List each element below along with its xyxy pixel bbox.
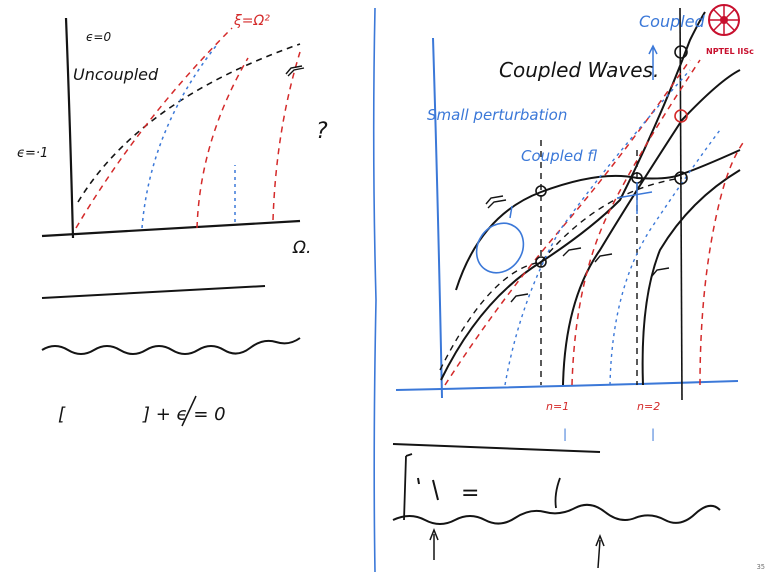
right-y-axis xyxy=(432,37,443,399)
dashed-black-curve xyxy=(439,177,683,371)
intersection-circle-2 xyxy=(535,256,547,268)
right-x-axis xyxy=(395,380,739,391)
wheel-emblem-icon xyxy=(708,4,740,36)
n1-label: n=1 xyxy=(546,400,569,413)
check-mark-d xyxy=(594,253,613,263)
check-mark xyxy=(285,65,305,77)
tick-under-n2: | xyxy=(651,427,655,441)
epsilon-one-label: ϵ=·1 xyxy=(17,146,48,161)
equation-rest: ] + ϵ = 0 xyxy=(142,404,226,425)
intersection-circle-5 xyxy=(674,109,688,123)
intersection-circle-6 xyxy=(674,45,688,59)
coupled-curve-mid xyxy=(562,69,741,386)
check-mark-b xyxy=(562,247,582,257)
panel-divider xyxy=(372,7,377,573)
intersection-circle-4 xyxy=(674,171,688,185)
red-dashed-2 xyxy=(571,59,701,386)
equation-open-bracket: [ xyxy=(58,404,66,425)
n2-label: n=2 xyxy=(637,400,660,413)
coupled-curve-upper xyxy=(440,11,706,381)
nptel-logo: NPTEL IISc xyxy=(706,4,754,56)
bottom-arrow-left xyxy=(429,527,439,560)
wavy-beam-line xyxy=(41,337,301,355)
vertical-line-right xyxy=(679,7,683,401)
epsilon-zero-label: ϵ=0 xyxy=(86,30,111,44)
straight-beam-line xyxy=(41,285,266,299)
bottom-wavy-line xyxy=(392,503,721,525)
intersection-circle-1 xyxy=(535,185,547,197)
red-branch-1 xyxy=(75,27,233,229)
check-mark-e xyxy=(651,267,670,277)
red-branch-3 xyxy=(272,51,301,221)
uncoupled-label: Uncoupled xyxy=(73,65,159,84)
perturbation-ellipse xyxy=(475,222,525,274)
logo-text: NPTEL IISc xyxy=(706,47,754,56)
bottom-straight-line xyxy=(392,443,601,453)
bottom-squiggle xyxy=(554,477,561,509)
slide-number: 35 xyxy=(756,563,765,571)
coupled-arrow-up xyxy=(648,44,658,80)
tick-under-n1: | xyxy=(563,427,567,441)
omega-axis-label: Ω. xyxy=(292,238,311,258)
bottom-bracket xyxy=(403,453,413,521)
check-mark-a xyxy=(485,195,507,209)
red-dashed-3 xyxy=(699,139,746,386)
check-mark-c xyxy=(510,293,529,303)
coupled-curve-top xyxy=(455,149,741,291)
bottom-dots xyxy=(417,477,439,501)
cross-arrow xyxy=(616,182,653,214)
coupled-waves-title: Coupled Waves. xyxy=(499,58,659,82)
left-y-axis xyxy=(64,17,75,239)
equals-sign: = xyxy=(461,481,479,506)
right-panel: Coupled Waves. Small perturbation Couple… xyxy=(392,7,746,569)
left-panel: ϵ=0 ξ=Ω² Uncoupled ϵ=·1 ? Ω. [ ] + ϵ = 0 xyxy=(17,13,328,427)
coupled-top-label: Coupled xyxy=(639,12,706,31)
red-branch-2 xyxy=(196,57,249,229)
epsilon-strike xyxy=(181,395,197,427)
question-mark: ? xyxy=(316,119,328,144)
coupled-fl-label: Coupled fl xyxy=(521,147,597,165)
blue-dotted-2 xyxy=(609,129,721,386)
blue-branch-1 xyxy=(141,45,217,229)
bottom-arrow-right xyxy=(595,533,605,569)
dispersion-label: ξ=Ω² xyxy=(233,13,270,29)
coupled-curve-lower xyxy=(641,169,741,386)
pointer-arrow xyxy=(509,205,513,219)
blue-dotted-1 xyxy=(504,69,691,386)
small-perturbation-label: Small perturbation xyxy=(427,106,567,124)
left-x-axis xyxy=(41,219,301,238)
uncoupled-curve-black xyxy=(77,43,301,203)
